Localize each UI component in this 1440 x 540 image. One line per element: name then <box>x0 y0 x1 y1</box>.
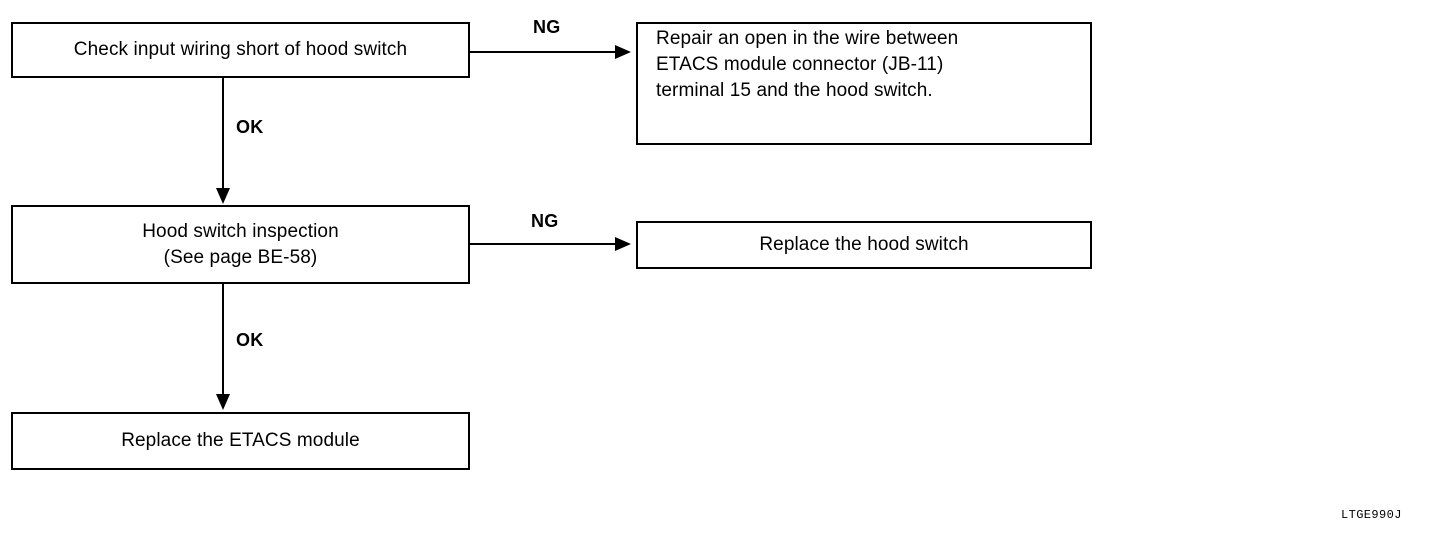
flow-node-replace-hood-switch-label: Replace the hood switch <box>759 234 969 255</box>
flow-node-hood-switch-inspection: Hood switch inspection (See page BE-58) <box>11 205 470 284</box>
flow-node-replace-hood-switch: Replace the hood switch <box>636 221 1092 269</box>
connector-line-ng-2 <box>470 243 622 245</box>
flow-node-repair-open: Repair an open in the wire between ETACS… <box>636 22 1092 145</box>
flow-node-repair-open-label: Repair an open in the wire between ETACS… <box>656 28 959 101</box>
edge-label-ok-2: OK <box>236 330 264 350</box>
connector-line-ng-1 <box>470 51 622 53</box>
edge-label-ok-1: OK <box>236 117 264 137</box>
figure-code: LTGE990J <box>1341 508 1402 522</box>
arrowhead-down-icon-ok-2 <box>216 394 230 410</box>
arrowhead-right-icon-ng-2 <box>615 237 631 251</box>
flow-node-replace-etacs-module: Replace the ETACS module <box>11 412 470 470</box>
arrowhead-right-icon-ng-1 <box>615 45 631 59</box>
flow-node-check-wiring: Check input wiring short of hood switch <box>11 22 470 78</box>
connector-line-ok-2 <box>222 284 224 396</box>
edge-label-ng-2: NG <box>531 211 559 231</box>
flow-node-hood-switch-inspection-label: Hood switch inspection (See page BE-58) <box>142 220 339 268</box>
edge-label-ng-1: NG <box>533 17 561 37</box>
flow-node-replace-etacs-module-label: Replace the ETACS module <box>121 430 360 451</box>
arrowhead-down-icon-ok-1 <box>216 188 230 204</box>
flow-node-check-wiring-label: Check input wiring short of hood switch <box>73 39 408 60</box>
connector-line-ok-1 <box>222 78 224 190</box>
